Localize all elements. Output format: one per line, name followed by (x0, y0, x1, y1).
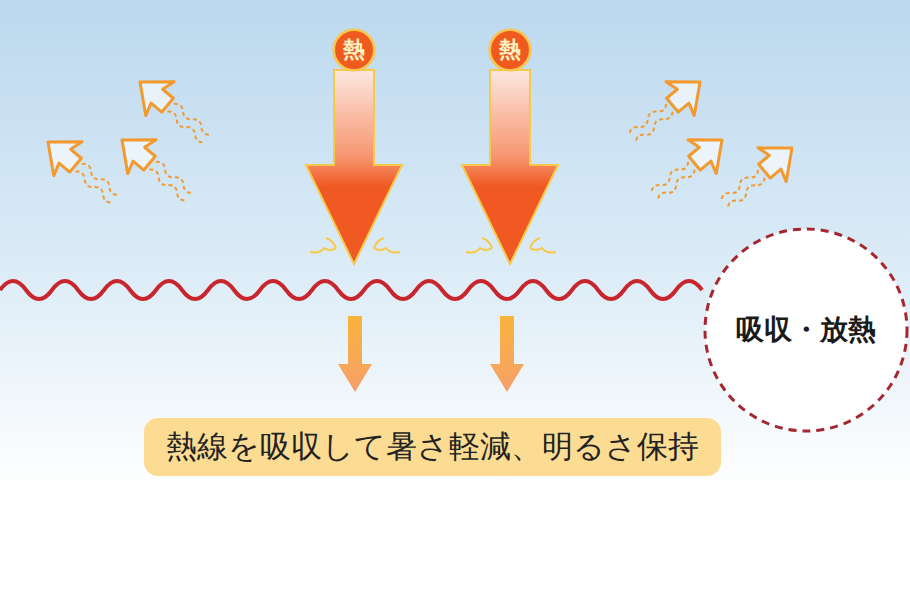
heat-circle-shape (490, 30, 530, 70)
heat-badge: 熱 (488, 28, 532, 72)
caption-box: 熱線を吸収して暑さ軽減、明るさ保持 (144, 418, 721, 476)
heat-badge: 熱 (332, 28, 376, 72)
heat-label: 熱 (499, 35, 521, 65)
caption-rect (144, 418, 721, 476)
heat-label: 熱 (343, 35, 365, 65)
wavy-glass-line (0, 281, 702, 299)
caption-text: 熱線を吸収して暑さ軽減、明るさ保持 (166, 426, 699, 468)
heat-circle-shape (334, 30, 374, 70)
callout-circle: 吸収・放熱 (703, 227, 909, 433)
callout-label: 吸収・放熱 (736, 311, 876, 349)
dashed-circle-shape (705, 229, 907, 431)
